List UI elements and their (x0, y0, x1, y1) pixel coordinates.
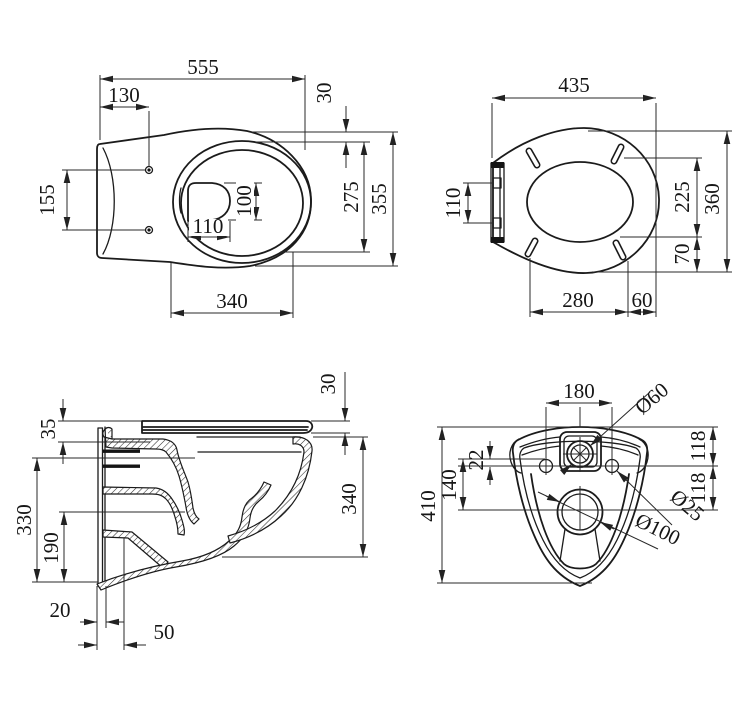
dim-total-length: 555 (187, 55, 219, 79)
outlet-funnel-lines (559, 528, 601, 562)
dim-bowl-inner-width: 275 (339, 181, 363, 213)
dim-shelf-to-holes: 22 (464, 450, 488, 471)
flush-duct-bottom-wall (103, 464, 140, 468)
hinge-pin-top (492, 177, 502, 189)
dim-bumper-length: 280 (562, 288, 594, 312)
bowl-top-dimension-labels: 555 130 30 155 100 110 275 355 340 (35, 55, 391, 313)
dim-seat-overhang: 35 (36, 419, 60, 440)
bowl-body-outline (96, 127, 312, 269)
bowl-top-dimension-lines (63, 75, 397, 317)
rear-view: 180 Ø60 22 140 410 118 118 Ø25 Ø100 (416, 378, 718, 587)
dim-outlet-height: 190 (39, 532, 63, 564)
bowl-rim-outer (172, 140, 312, 264)
side-section-view: 30 35 330 190 340 20 50 (12, 372, 368, 650)
inlet-cross-lines (563, 437, 597, 472)
mounting-hole-top (144, 165, 154, 175)
shelf-section (102, 486, 185, 536)
bowl-wall-section (227, 436, 313, 544)
dim-inlet-to-outlet: 140 (437, 469, 461, 501)
right-ear (636, 438, 649, 474)
dim-seat-width: 360 (700, 183, 724, 215)
dim-edge-margin: 60 (632, 288, 653, 312)
seat-extension-lines (463, 103, 732, 317)
hinge-pin-bottom (492, 217, 502, 229)
bowl-top-view: 555 130 30 155 100 110 275 355 340 (35, 55, 398, 318)
seat-outer-outline (492, 127, 660, 274)
dim-sump-length: 110 (193, 214, 224, 238)
dim-seat-length: 435 (558, 73, 590, 97)
dim-holes-spacing: 155 (35, 184, 59, 216)
dim-wall-clearance: 20 (50, 598, 71, 622)
dim-inlet-height: 330 (12, 504, 36, 536)
dim-rim-offset: 30 (312, 83, 336, 104)
mounting-hole-bottom (144, 225, 154, 235)
rear-geometry (509, 407, 649, 587)
rear-dimension-lines (438, 391, 717, 583)
dim-overall-height: 410 (416, 490, 440, 522)
seat-outline (490, 127, 660, 274)
wall-plate (97, 427, 104, 587)
bowl-top-outline (96, 127, 312, 269)
dim-bolt-spacing: 180 (563, 379, 595, 403)
seat-top-view: 435 110 225 360 70 280 60 (441, 73, 732, 317)
seat-dimension-lines (464, 94, 731, 316)
mounting-hole-bottom-center (147, 228, 151, 232)
dim-body-depth: 340 (337, 483, 361, 515)
dim-outlet-distance: 50 (154, 620, 175, 644)
hinge-cap-bottom (491, 237, 504, 243)
section-dimension-lines (33, 372, 367, 649)
dim-holes-from-wall: 130 (108, 83, 140, 107)
rear-extension-lines (437, 407, 718, 584)
bowl-rim-inner (180, 149, 304, 257)
baffle-section (102, 529, 169, 569)
dim-bowl-width: 340 (216, 289, 248, 313)
seat-opening (526, 161, 634, 243)
section-extension-lines (32, 420, 368, 650)
dim-bumper-spacing: 225 (670, 181, 694, 213)
dim-upper-spacing: 118 (686, 431, 710, 462)
dim-outlet-diameter: Ø100 (632, 508, 684, 550)
rim-back-section (102, 426, 200, 525)
flush-duct-top-wall (103, 449, 140, 453)
section-geometry (96, 420, 314, 591)
dim-bumper-to-edge: 70 (670, 244, 694, 265)
dim-sump-depth: 100 (232, 185, 256, 217)
hinge-cap-top (491, 162, 504, 168)
dim-overall-width: 355 (367, 183, 391, 215)
flange-band-lines (519, 436, 641, 456)
mounting-hole-top-center (147, 168, 151, 172)
seat-lid-section (141, 420, 314, 434)
rear-inner-outline (519, 440, 641, 579)
rim-notch (178, 187, 182, 214)
seat-bumpers (524, 143, 627, 261)
dim-inlet-diameter: Ø60 (630, 378, 673, 420)
bowl-back-curve (530, 473, 630, 570)
dim-lower-spacing: 118 (686, 473, 710, 504)
seat-dimension-labels: 435 110 225 360 70 280 60 (441, 73, 724, 312)
dim-hinge-spacing: 110 (441, 188, 465, 219)
dim-seat-thickness: 30 (316, 374, 340, 395)
rear-outer-outline (511, 426, 649, 587)
section-dimension-labels: 30 35 330 190 340 20 50 (12, 374, 361, 645)
tank-front-curve (102, 147, 115, 255)
